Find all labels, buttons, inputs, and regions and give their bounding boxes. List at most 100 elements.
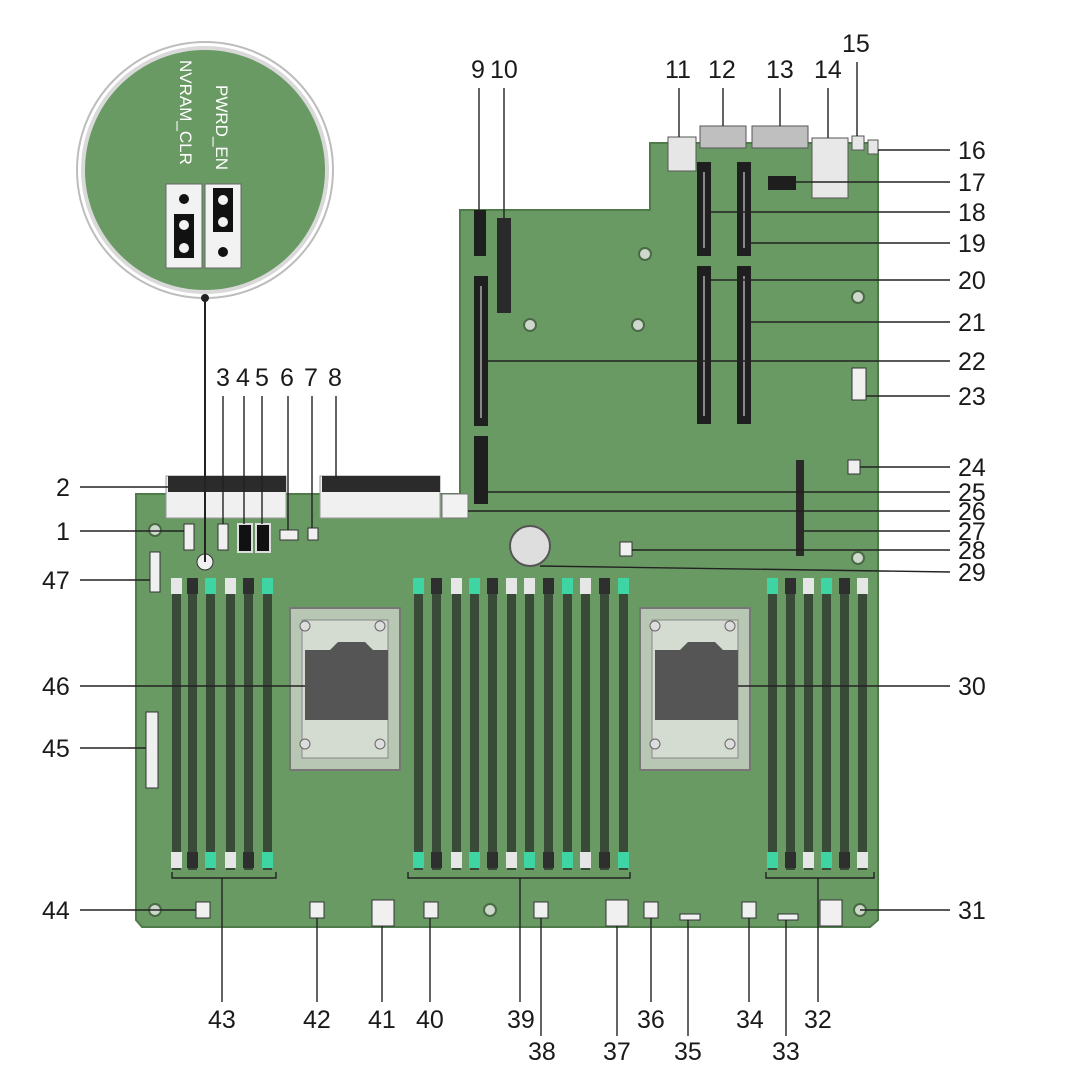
header-3 (217, 523, 229, 551)
usb-port-11 (667, 136, 697, 172)
vga-port-13 (751, 125, 809, 149)
callout-12: 12 (708, 56, 736, 84)
callout-4: 4 (236, 364, 250, 392)
callout-36: 36 (637, 1006, 665, 1034)
callout-14: 14 (814, 56, 842, 84)
fan-44 (195, 901, 211, 919)
pwrd-en-label: PWRD_EN (212, 85, 231, 170)
fan-40 (423, 901, 439, 919)
callout-31: 31 (958, 897, 986, 925)
connector-2 (168, 476, 286, 492)
callout-39: 39 (507, 1006, 535, 1034)
callout-19: 19 (958, 230, 986, 258)
riser-slots (474, 162, 751, 504)
connector-26 (441, 493, 469, 519)
callout-17: 17 (958, 169, 986, 197)
callout-33: 33 (772, 1038, 800, 1066)
connector-27 (796, 460, 804, 556)
cpu-socket-46 (289, 607, 401, 771)
callout-18: 18 (958, 199, 986, 227)
callout-21: 21 (958, 309, 986, 337)
callout-32: 32 (804, 1006, 832, 1034)
power-41 (371, 899, 395, 927)
mounting-holes (148, 247, 867, 917)
callout-26: 26 (958, 498, 986, 526)
header-6 (279, 529, 299, 541)
header-45 (145, 711, 159, 789)
callout-6: 6 (280, 364, 294, 392)
callout-7: 7 (304, 364, 318, 392)
dimm-bank-39 (413, 578, 629, 870)
callout-9: 9 (471, 56, 485, 84)
callout-labels: 1 2 3 4 5 6 7 8 9 10 11 12 13 14 15 16 1… (42, 30, 986, 1066)
fan-42 (309, 901, 325, 919)
callout-13: 13 (766, 56, 794, 84)
callout-43: 43 (208, 1006, 236, 1034)
fan-36 (643, 901, 659, 919)
callout-10: 10 (490, 56, 518, 84)
connector-17 (768, 176, 796, 190)
jumper-inset: NVRAM_CLR PWRD_EN (76, 41, 334, 562)
callout-44: 44 (42, 897, 70, 925)
rear-io (667, 125, 879, 199)
connector-28 (619, 541, 633, 557)
connector-35 (679, 913, 701, 921)
callout-42: 42 (303, 1006, 331, 1034)
power-31 (819, 899, 843, 927)
coin-battery-29 (509, 525, 551, 567)
callout-15: 15 (842, 30, 870, 58)
connector-33 (777, 913, 799, 921)
callout-29: 29 (958, 559, 986, 587)
leader-lines (80, 62, 951, 1036)
nvram-clr-label: NVRAM_CLR (176, 60, 195, 165)
connector-8 (322, 476, 440, 492)
connector-23 (851, 367, 867, 401)
callout-5: 5 (255, 364, 269, 392)
callout-23: 23 (958, 383, 986, 411)
callout-40: 40 (416, 1006, 444, 1034)
callout-8: 8 (328, 364, 342, 392)
callout-11: 11 (665, 56, 691, 84)
callout-1: 1 (56, 518, 70, 546)
slot-10 (497, 218, 511, 313)
callout-22: 22 (958, 348, 986, 376)
slot-9 (474, 210, 486, 256)
cpu-socket-30 (639, 607, 751, 771)
headers (145, 367, 867, 789)
callout-41: 41 (368, 1006, 396, 1034)
callout-28: 28 (958, 537, 986, 565)
riser-25 (474, 436, 488, 504)
callout-35: 35 (674, 1038, 702, 1066)
header-1 (183, 523, 195, 551)
callout-30: 30 (958, 673, 986, 701)
fan-34 (741, 901, 757, 919)
header-7 (307, 527, 319, 541)
callout-20: 20 (958, 267, 986, 295)
serial-port-12 (699, 125, 747, 149)
sata-4 (237, 523, 253, 553)
callout-25: 25 (958, 479, 986, 507)
callout-47: 47 (42, 567, 70, 595)
callout-16: 16 (958, 137, 986, 165)
callout-27: 27 (958, 518, 986, 546)
dimm-bank-43 (171, 578, 273, 870)
sata-5 (255, 523, 271, 553)
callout-46: 46 (42, 673, 70, 701)
callout-45: 45 (42, 735, 70, 763)
bottom-connectors (195, 899, 843, 927)
header-47 (149, 551, 161, 593)
callout-2: 2 (56, 474, 70, 502)
callout-3: 3 (216, 364, 230, 392)
callout-37: 37 (603, 1038, 631, 1066)
power-37 (605, 899, 629, 927)
callout-24: 24 (958, 454, 986, 482)
dimm-bank-32 (767, 578, 868, 870)
id-button-15 (851, 135, 865, 151)
callout-38: 38 (528, 1038, 556, 1066)
callout-34: 34 (736, 1006, 764, 1034)
connector-16 (867, 139, 879, 155)
usb-ports-14 (811, 137, 849, 199)
connector-24 (847, 459, 861, 475)
